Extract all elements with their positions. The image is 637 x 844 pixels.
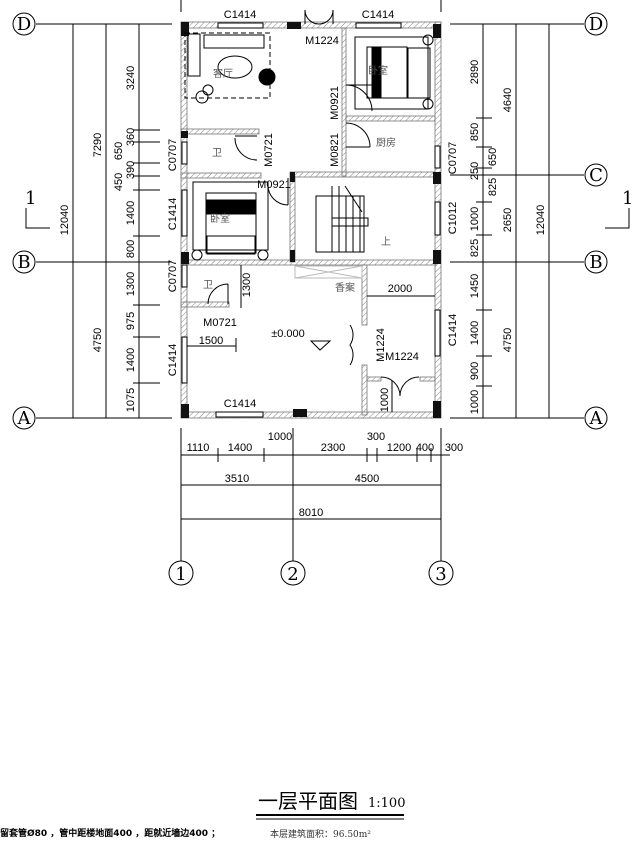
window-label: C0707 (447, 142, 459, 174)
axis-lines (25, 0, 630, 561)
room-living: 客厅 (213, 67, 233, 80)
floor-area: 本层建筑面积：96.50m² (270, 828, 371, 840)
door-label: M0721 (263, 133, 275, 167)
window-label: C1414 (362, 9, 394, 21)
dim: 2650 (502, 208, 514, 232)
left-dimensions: 3240 360 650 390 450 1400 800 1300 975 1… (59, 66, 137, 412)
dim: 300 (367, 431, 385, 443)
axis-label-d-right: D (589, 14, 603, 35)
room-bedroom-right: 卧室 (368, 64, 388, 77)
dim: 1400 (125, 348, 137, 372)
section-mark-right: 1 (622, 188, 633, 209)
section-mark-left: 1 (25, 188, 36, 209)
dim: 3510 (225, 473, 249, 485)
dim: 650 (113, 142, 125, 160)
dim: 4750 (502, 328, 514, 352)
dim: 1300 (125, 272, 137, 296)
axis-label-b-left: B (17, 252, 30, 273)
door-label: M0721 (203, 317, 237, 329)
room-labels: 客厅 卧室 厨房 卫 卧室 上 香案 卫 1300 2000 1500 1000… (199, 64, 412, 412)
dim: 1400 (469, 321, 481, 345)
axis-label-2: 2 (287, 564, 298, 585)
title-name: 一层平面图 (258, 789, 358, 813)
dim: 2890 (469, 60, 481, 84)
dim: 1450 (469, 274, 481, 298)
window-label: C1414 (447, 314, 459, 346)
dim: 4750 (92, 328, 104, 352)
room-kitchen: 厨房 (376, 136, 396, 149)
dim: 825 (469, 239, 481, 257)
note-text: 留套管Ø80 ，管中距楼地面400 ，距就近墙边400 ； (0, 827, 220, 839)
axis-label-1: 1 (175, 564, 186, 585)
door-label: M0921 (257, 179, 291, 191)
dim: 3240 (125, 66, 137, 90)
dim: 2300 (321, 442, 345, 454)
title-scale: 1:100 (368, 796, 405, 811)
dim: 1000 (469, 207, 481, 231)
bottom-dimensions: 1110 1400 1000 2300 300 1200 400 300 351… (187, 431, 464, 519)
dim: 4640 (502, 88, 514, 112)
dim: 1200 (387, 442, 411, 454)
window-label: C1414 (167, 198, 179, 230)
door-label: M0821 (329, 133, 341, 167)
dim: 825 (487, 178, 499, 196)
door-label: M1224 (305, 35, 339, 47)
drawing-title: 一层平面图 1:100 本层建筑面积：96.50m² 留套管Ø80 ，管中距楼地… (0, 789, 405, 840)
window-label: C1012 (447, 202, 459, 234)
room-altar: 香案 (335, 281, 355, 294)
dim: 360 (125, 128, 137, 146)
dim: 650 (487, 148, 499, 166)
dim: 8010 (299, 507, 323, 519)
door-label: M1224 (375, 328, 387, 362)
dim: 250 (469, 162, 481, 180)
room-bath-2: 卫 (203, 280, 213, 291)
window-label: C1414 (224, 398, 256, 410)
opening-labels: C1414 C1414 C1414 C0707 C1414 C0707 C141… (167, 9, 459, 410)
stairs-up: 上 (381, 236, 391, 248)
door-label: M1224 (385, 351, 419, 363)
window-label: C1414 (224, 9, 256, 21)
dim: 850 (469, 123, 481, 141)
dim: 900 (469, 362, 481, 380)
dim: 800 (125, 240, 137, 258)
window-label: C0707 (167, 139, 179, 171)
floor-level: ±0.000 (271, 328, 305, 340)
dim: 12040 (59, 205, 71, 236)
dim: 450 (113, 173, 125, 191)
interior-dim: 1300 (241, 273, 253, 297)
doors-furniture (184, 9, 435, 412)
axis-label-3: 3 (435, 564, 446, 585)
dim: 1075 (125, 388, 137, 412)
axis-label-a-right: A (589, 408, 604, 429)
dim: 1000 (469, 390, 481, 414)
interior-dim: 2000 (388, 283, 412, 295)
room-bath-1: 卫 (212, 148, 222, 159)
axis-label-b-right: B (589, 252, 602, 273)
windows (181, 22, 441, 418)
axis-bubbles: D D C B B A A 1 2 3 1 1 (12, 12, 633, 586)
dim: 400 (416, 442, 434, 454)
room-bedroom-left: 卧室 (210, 212, 230, 225)
dim: 12040 (535, 205, 547, 236)
dim: 1400 (125, 201, 137, 225)
dim: 1110 (187, 442, 210, 454)
dim: 1000 (268, 431, 292, 443)
dim: 390 (125, 161, 137, 179)
axis-label-d-left: D (17, 14, 31, 35)
dim: 1400 (228, 442, 252, 454)
axis-label-a-left: A (17, 408, 32, 429)
window-label: C1414 (167, 344, 179, 376)
door-label: M0921 (329, 86, 341, 120)
dim: 7290 (92, 133, 104, 157)
dim: 300 (445, 442, 463, 454)
dim: 975 (125, 312, 137, 330)
dim: 4500 (355, 473, 379, 485)
window-label: C0707 (167, 260, 179, 292)
axis-label-c: C (589, 165, 603, 186)
right-dimensions: 2890 850 250 1000 825 1450 1400 900 1000… (469, 60, 547, 414)
interior-dim: 1500 (199, 335, 223, 347)
interior-dim: 1000 (379, 388, 391, 412)
